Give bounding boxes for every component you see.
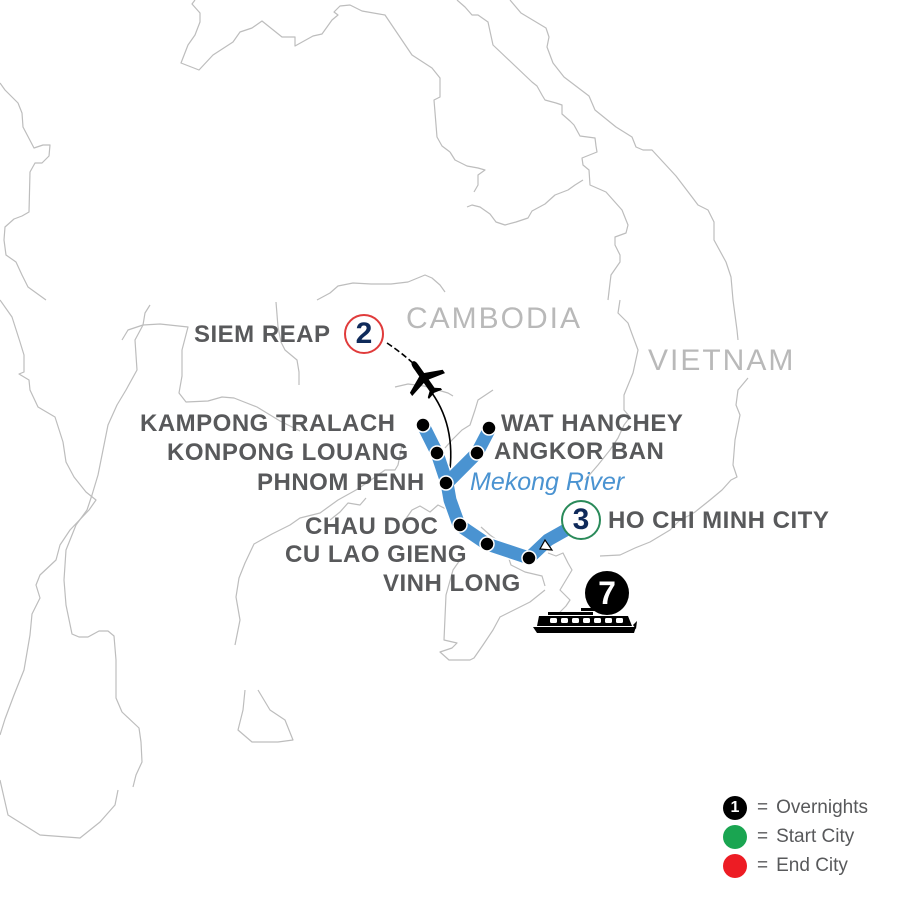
city-label-phnom-penh: PHNOM PENH: [257, 469, 425, 496]
legend: 1 = Overnights = Start City = End City: [723, 793, 868, 880]
red-dot-icon: [723, 853, 747, 878]
country-label-cambodia: CAMBODIA: [406, 302, 583, 335]
stop-marker-vinh-long[interactable]: [521, 550, 537, 566]
city-label-cu-lao-gieng: CU LAO GIENG: [285, 541, 468, 568]
legend-label: End City: [776, 854, 848, 876]
stop-marker-kampong-tralach[interactable]: [415, 417, 431, 433]
city-label-ho-chi-minh-city: HO CHI MINH CITY: [608, 507, 830, 534]
green-dot-icon: [723, 824, 747, 849]
stop-marker-angkor-ban[interactable]: [469, 445, 485, 461]
overnight-symbol-icon: 1: [723, 795, 747, 820]
city-label-angkor-ban: ANGKOR BAN: [494, 438, 665, 465]
legend-equals: =: [757, 825, 769, 847]
legend-label: Start City: [776, 825, 855, 847]
city-label-konpong-louang: KONPONG LOUANG: [167, 439, 409, 466]
city-label-wat-hanchey: WAT HANCHEY: [501, 410, 684, 437]
cruise-overnight-badge: 7: [585, 571, 629, 615]
city-label-vinh-long: VINH LONG: [383, 570, 521, 597]
overnight-badge-siem-reap: 2: [344, 314, 384, 354]
port-triangle-icon: [539, 538, 554, 551]
legend-item-end-city: = End City: [723, 851, 868, 880]
country-label-vietnam: VIETNAM: [648, 344, 796, 377]
legend-item-overnights: 1 = Overnights: [723, 793, 868, 822]
city-label-kampong-tralach: KAMPONG TRALACH: [140, 410, 396, 437]
overnight-count: 3: [572, 503, 590, 536]
legend-equals: =: [757, 854, 769, 876]
overnight-count: 7: [598, 574, 616, 611]
river-label: Mekong River: [470, 468, 625, 496]
stop-marker-konpong-louang[interactable]: [429, 445, 445, 461]
legend-label: Overnights: [776, 796, 868, 818]
stop-marker-chau-doc[interactable]: [452, 517, 468, 533]
stop-marker-wat-hanchey[interactable]: [481, 420, 497, 436]
legend-equals: =: [757, 796, 769, 818]
ship-icon: [533, 608, 637, 633]
legend-item-start-city: = Start City: [723, 822, 868, 851]
stop-markers: [415, 417, 554, 566]
city-label-chau-doc: CHAU DOC: [305, 513, 439, 540]
airplane-icon: [409, 361, 445, 399]
stop-marker-phnom-penh[interactable]: [438, 475, 454, 491]
city-label-siem-reap: SIEM REAP: [194, 321, 331, 348]
stop-marker-cu-lao-gieng[interactable]: [479, 536, 495, 552]
overnight-badge-ho-chi-minh-city: 3: [561, 500, 601, 540]
overnight-count: 2: [355, 317, 373, 350]
